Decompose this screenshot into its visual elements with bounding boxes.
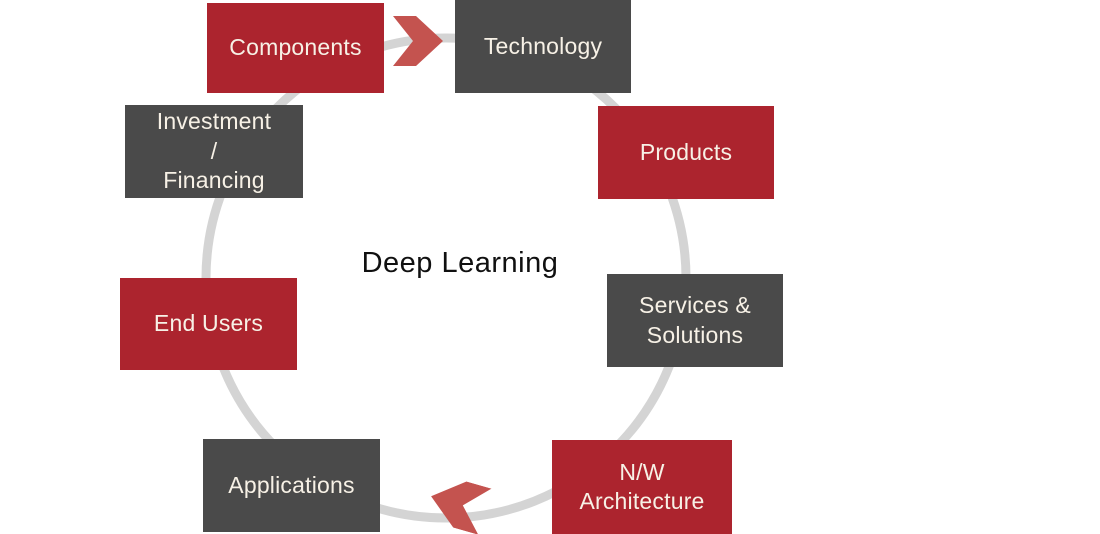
node-products: Products — [598, 106, 774, 199]
flow-arrow-left-icon — [431, 481, 492, 534]
diagram-title: Deep Learning — [361, 247, 559, 279]
node-components: Components — [207, 3, 384, 93]
node-investment-financing: Investment / Financing — [125, 105, 303, 198]
node-nw-architecture: N/W Architecture — [552, 440, 732, 534]
node-end-users: End Users — [120, 278, 297, 370]
node-technology: Technology — [455, 0, 631, 93]
node-services-solutions: Services & Solutions — [607, 274, 783, 367]
flow-arrow-right-icon — [393, 16, 443, 66]
flow-arrow-left-shape — [431, 481, 492, 534]
flow-arrow-right-shape — [393, 16, 443, 66]
node-applications: Applications — [203, 439, 380, 532]
